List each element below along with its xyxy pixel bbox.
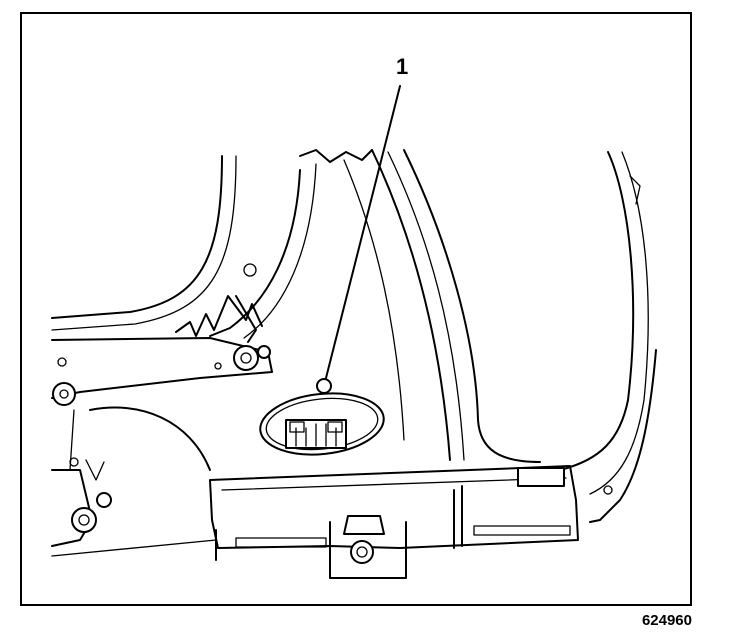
figure-number: 624960 xyxy=(641,612,692,629)
component-1-module xyxy=(259,378,385,456)
figure-frame xyxy=(20,12,692,606)
callout-leader-line xyxy=(325,85,401,379)
rear-quarter-panel xyxy=(519,151,657,523)
b-pillar xyxy=(299,149,541,463)
hinge-brackets xyxy=(175,295,263,343)
rocker-sill xyxy=(209,465,579,579)
door-opening-outline xyxy=(51,155,317,399)
lower-left-panel xyxy=(51,406,217,557)
bolt-fasteners xyxy=(52,263,271,533)
callout-number: 1 xyxy=(396,54,409,79)
